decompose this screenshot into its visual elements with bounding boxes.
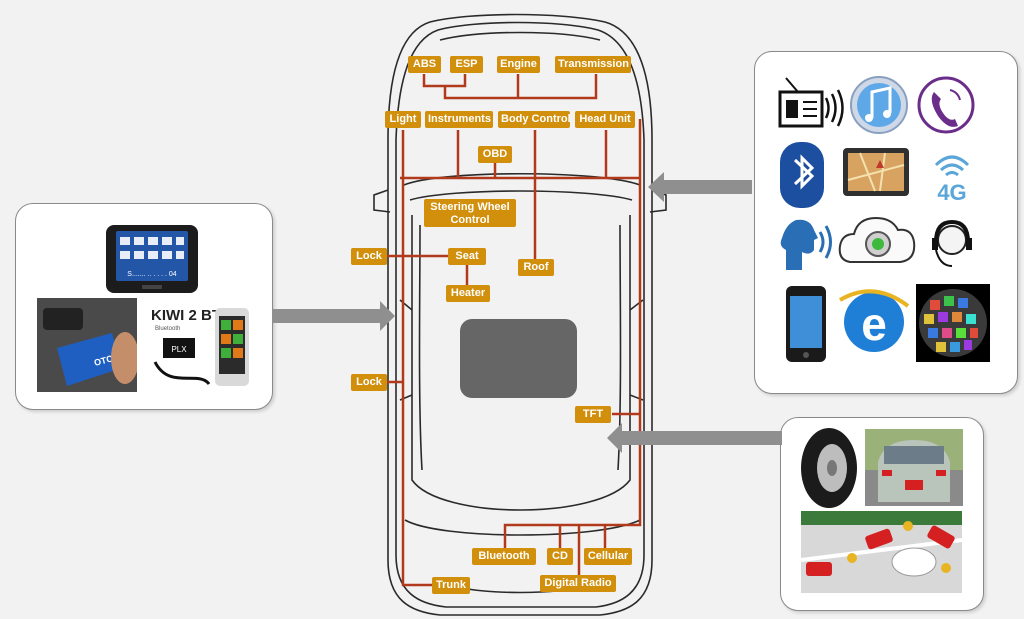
ecu-esp: ESP	[450, 56, 483, 73]
car-rear-camera-icon	[865, 429, 963, 506]
ecu-head-unit: Head Unit	[575, 111, 635, 128]
arrow-sensors-to-car	[607, 423, 782, 453]
ecu-obd: OBD	[478, 146, 512, 163]
smartphone-icon	[778, 283, 836, 363]
ecu-tft: TFT	[575, 406, 611, 423]
internet-explorer-icon: e	[838, 284, 912, 360]
bluetooth-icon	[776, 142, 828, 208]
ecu-lock-rear: Lock	[351, 374, 387, 391]
ecu-transmission: Transmission	[555, 56, 631, 73]
svg-text:Bluetooth: Bluetooth	[155, 326, 180, 332]
kiwi-bluetooth-image: KIWI 2 BT Bluetooth PLX	[149, 300, 254, 390]
center-display-screen	[460, 319, 577, 398]
ecu-cd: CD	[547, 548, 573, 565]
apps-globe-icon	[916, 284, 990, 362]
ecu-trunk: Trunk	[432, 577, 470, 594]
svg-text:PLX: PLX	[171, 345, 187, 354]
navigation-icon	[843, 148, 909, 196]
kiwi-bluetooth-icon: KIWI 2 BT Bluetooth PLX	[151, 307, 249, 386]
ecu-cellular: Cellular	[584, 548, 632, 565]
arrow-diagnostics-to-car	[272, 301, 395, 331]
arrow-infotainment-to-car	[648, 172, 752, 202]
4g-icon: 4G	[921, 145, 983, 207]
scan-tool-image: S....... .. . . . . 04	[102, 221, 202, 297]
radio-icon	[776, 72, 844, 132]
ecu-digital-radio: Digital Radio	[540, 575, 616, 592]
ecu-heater: Heater	[446, 285, 490, 302]
ecu-lock-front: Lock	[351, 248, 387, 265]
ecu-abs: ABS	[408, 56, 441, 73]
wiring-harness	[385, 74, 642, 587]
ecu-light: Light	[385, 111, 421, 128]
ecu-engine: Engine	[497, 56, 540, 73]
ecu-seat: Seat	[448, 248, 486, 265]
diagnostic-tools-panel: S....... .. . . . . 04 OTC KIWI 2 BT Blu…	[15, 203, 273, 410]
ecu-body-control: Body Control	[498, 111, 571, 128]
svg-text:4G: 4G	[937, 180, 966, 205]
voice-icon	[776, 212, 834, 276]
obd-adapter-icon: OTC	[37, 298, 137, 392]
svg-text:e: e	[861, 298, 887, 350]
svg-text:OTC: OTC	[93, 353, 114, 368]
headset-icon	[918, 218, 988, 274]
parking-sensor-icon	[800, 511, 963, 593]
arrows	[272, 172, 782, 453]
scan-tool-icon: S....... .. . . . . 04	[106, 225, 198, 293]
svg-text:KIWI 2 BT: KIWI 2 BT	[151, 307, 221, 324]
itunes-icon	[849, 72, 909, 138]
obd-adapter-image: OTC	[37, 298, 137, 392]
tire-icon	[797, 426, 861, 510]
ecu-instruments: Instruments	[425, 111, 493, 128]
settings-cloud-icon	[838, 210, 916, 278]
phone-icon	[917, 72, 975, 138]
svg-text:S....... .. . . . . 04: S....... .. . . . . 04	[127, 271, 177, 278]
ecu-steering-wheel-control: Steering Wheel Control	[424, 199, 516, 227]
ecu-roof: Roof	[518, 259, 554, 276]
ecu-bluetooth: Bluetooth	[472, 548, 536, 565]
